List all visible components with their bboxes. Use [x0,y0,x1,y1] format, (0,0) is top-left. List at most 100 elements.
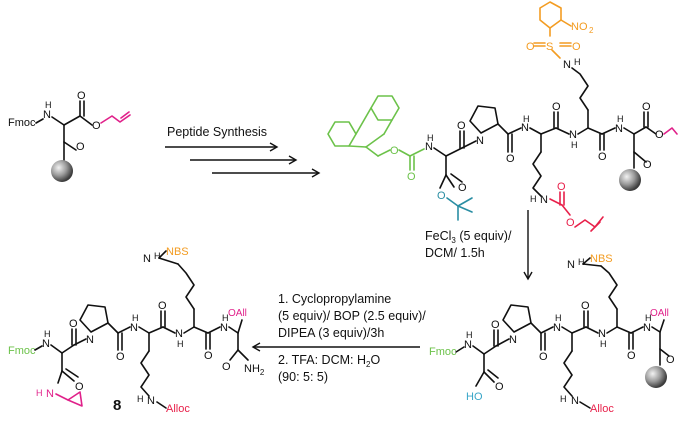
nh-label: N [569,129,577,141]
h-label: H [154,251,161,261]
o-label: O [552,101,561,113]
o-label: O [204,350,213,362]
fmoc-label: Fmoc [429,346,457,358]
alloc-label: Alloc [590,403,614,415]
h-label: H [427,133,434,143]
nh-label: N [143,253,151,265]
o-label: O [495,381,504,393]
h-label: H [177,339,184,349]
o-label: O [457,120,466,132]
h-label: H [36,388,43,398]
o-label: O [627,350,636,362]
h-label: H [571,140,578,150]
nh-label: N [615,123,623,135]
peptide-synthesis-step: Peptide Synthesis [165,125,321,178]
o-label: O [598,151,607,163]
h-label: H [523,114,530,124]
h-label: H [555,313,562,323]
o-label: O [557,181,566,193]
o-label: O [390,145,399,157]
fmoc-label: Fmoc [8,345,36,357]
nh-label: N [553,322,561,334]
nh-label: N [571,395,579,407]
h-label: H [132,313,139,323]
fecl3-conditions-line1: FeCl3 (5 equiv)/ [425,229,512,245]
h-label: H [574,57,581,67]
o-label: O [458,182,467,194]
nh-label: N [175,328,183,340]
o-label: O [158,300,167,312]
protected-peptide-on-resin: O O N H O O O N O N [327,1,678,232]
o-label: O [539,351,548,363]
fmoc-label: Fmoc [8,117,36,129]
coupling-cleavage-step: 1. Cyclopropylamine (5 equiv)/ BOP (2.5 … [251,292,426,384]
nbs-label: NBS [166,246,189,258]
no2-label: NO [571,21,588,33]
h-label: H [617,114,624,124]
o-label: O [666,354,675,366]
o-label: O [572,41,581,53]
nbs-label: NBS [590,253,613,265]
h-label: H [45,100,52,110]
o-label: O [69,318,78,330]
compound-number: 8 [113,397,121,414]
h-label: H [600,339,607,349]
resin-bead-icon [645,366,667,388]
h-label: H [560,394,567,404]
o-label: O [581,300,590,312]
o-label: O [77,90,86,102]
nh-label: N [540,194,548,206]
oall-label: OAll [228,308,247,319]
fecl3-step: FeCl3 (5 equiv)/ DCM/ 1.5h [425,210,533,281]
nh-label: N [147,395,155,407]
nh-label: N [563,59,571,71]
free-acid-peptide-on-resin: Fmoc N H HO O O N O N H N H Alloc O [429,253,675,415]
nh-label: N [43,109,51,121]
nh-label: N [220,322,228,334]
nh-label: N [464,339,472,351]
h-label: H [578,257,585,267]
step1-conditions-line3: DIPEA (3 equiv)/3h [278,326,384,340]
step1-conditions-line2: (5 equiv)/ BOP (2.5 equiv)/ [278,309,426,323]
resin-bead-icon [51,160,73,182]
o-label: O [75,381,84,393]
resin-bead-icon [619,169,641,191]
nh-label: N [86,334,94,346]
product-compound-8: Fmoc N H O N H O N O N H N H Alloc [8,246,265,415]
nh-label: N [567,259,575,271]
ho-label: HO [466,391,483,403]
h-label: H [222,313,229,323]
o-label: O [642,101,651,113]
o-label: O [92,120,101,132]
starting-material: Fmoc N H O O O [8,90,131,182]
o-label: O [491,319,500,331]
alloc-label: Alloc [166,403,190,415]
o-label: O [566,217,575,229]
nh-label: N [643,322,651,334]
nh-label: N [521,122,529,134]
o-label: O [76,141,85,153]
h-label: H [645,313,652,323]
step2-conditions-line2: (90: 5: 5) [278,370,328,384]
subscript-2: 2 [589,26,594,35]
step2-conditions-line1: 2. TFA: DCM: H2O [278,353,380,369]
peptide-synthesis-label: Peptide Synthesis [167,125,267,139]
o-label: O [437,190,446,202]
o-label: O [643,159,652,171]
s-label: S [546,41,553,53]
h-label: H [137,394,144,404]
oall-label: OAll [650,308,669,319]
o-label: O [222,361,231,373]
o-label: O [116,351,125,363]
nh-label: N [130,322,138,334]
nh-label: N [598,328,606,340]
step1-conditions-line1: 1. Cyclopropylamine [278,292,391,306]
nh-label: N [425,141,433,153]
o-label: O [506,153,515,165]
h-label: H [530,194,537,204]
fmoc-fluorenyl-group: O O [327,95,425,183]
o-label: O [655,129,664,141]
nh-label: N [46,388,54,400]
nh-label: N [42,338,50,350]
